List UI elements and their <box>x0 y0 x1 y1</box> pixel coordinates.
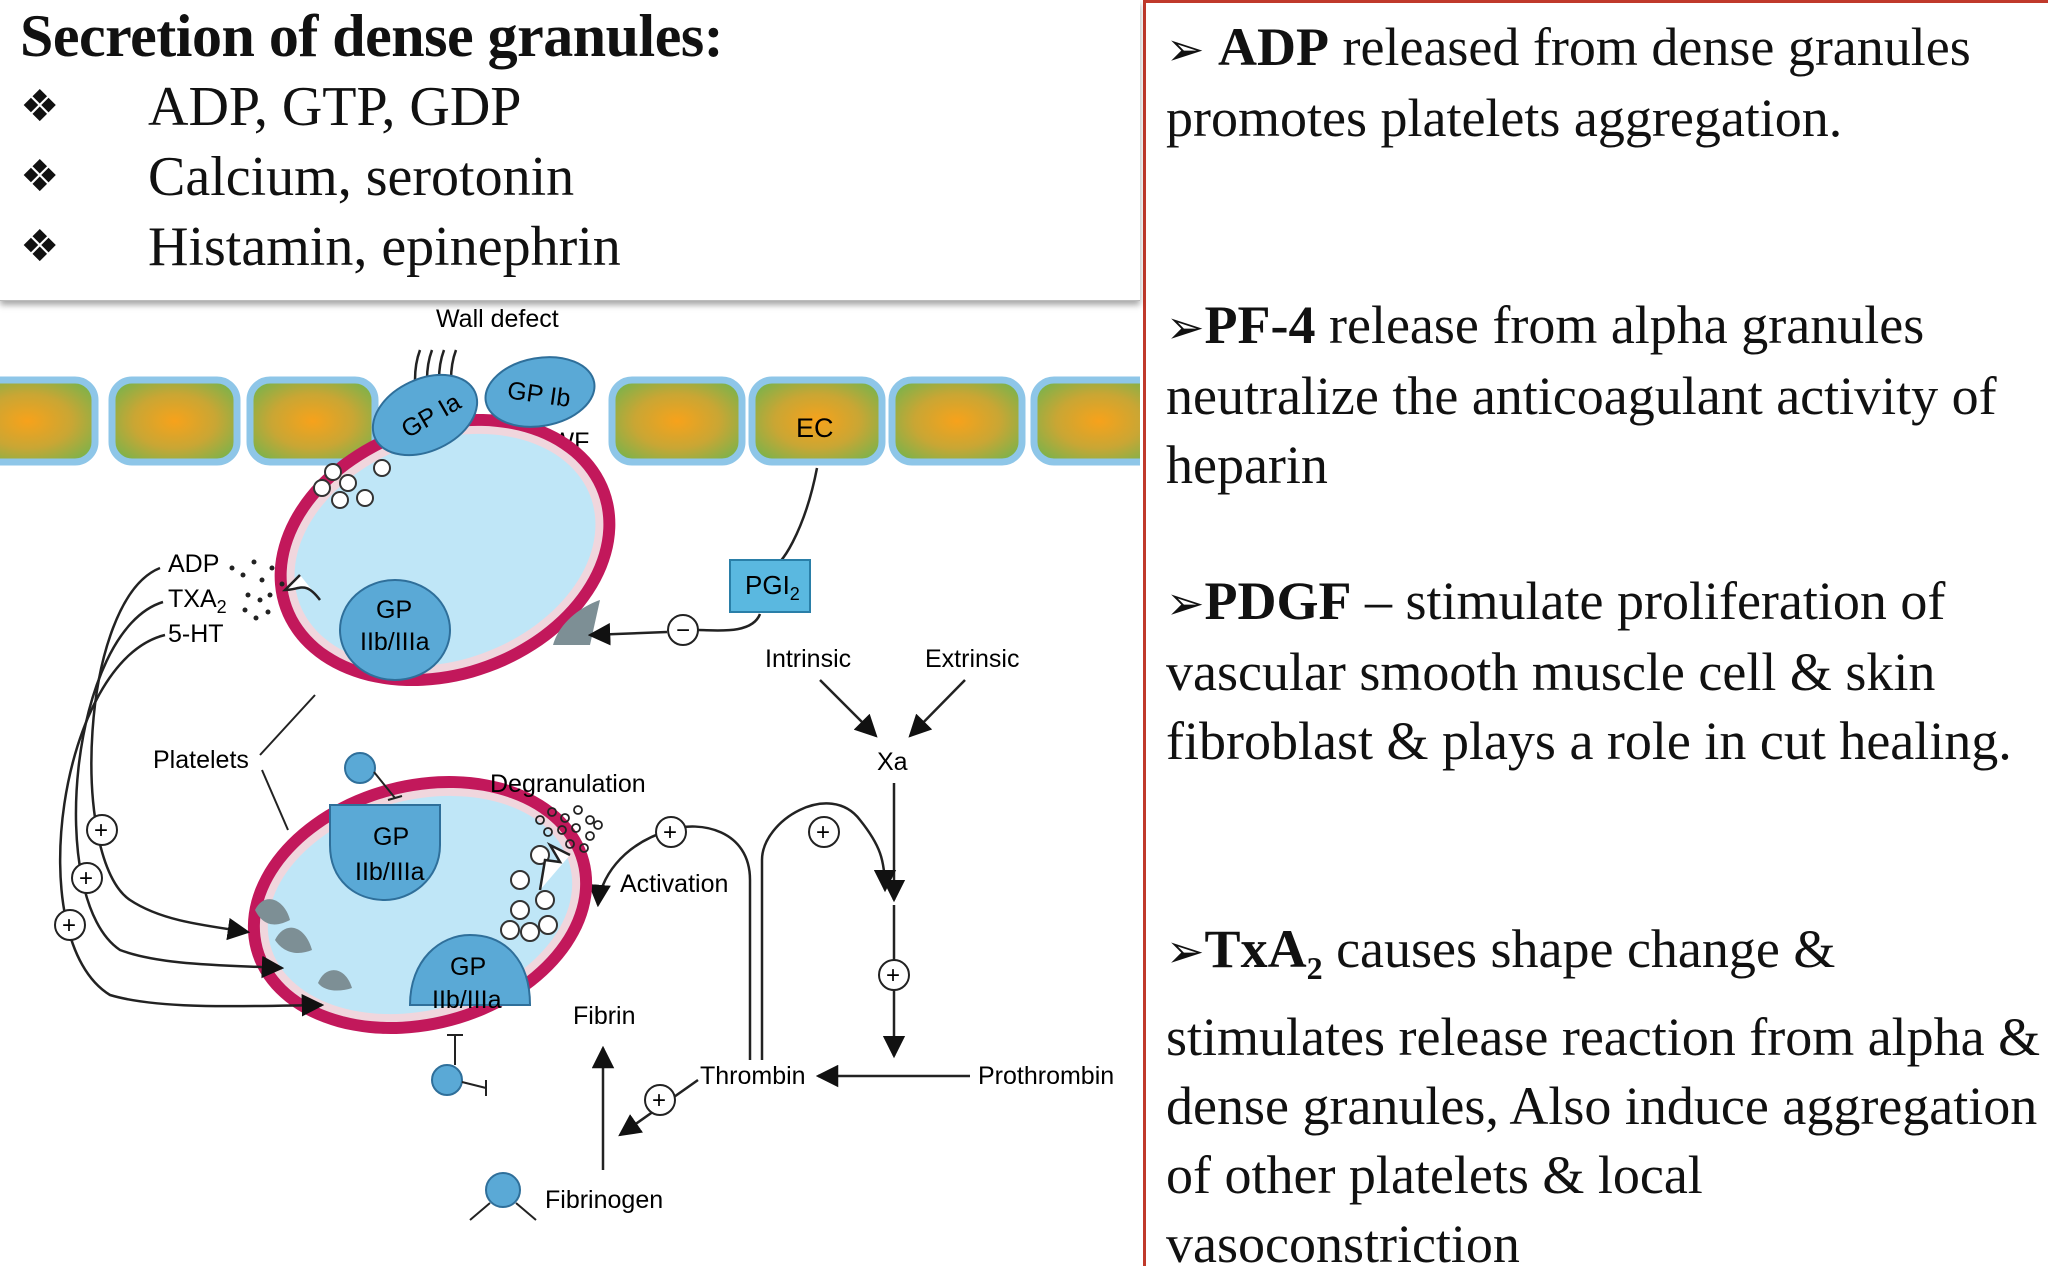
svg-text:+: + <box>652 1087 666 1114</box>
right-panel: ➢ ADP released from dense granules promo… <box>1143 0 2048 1274</box>
svg-text:+: + <box>79 865 93 892</box>
gp-iib-lower-2: GP <box>450 953 486 981</box>
pgi2-label: PGI2 <box>745 570 800 604</box>
extrinsic-label: Extrinsic <box>925 645 1019 673</box>
xa-label: Xa <box>877 748 908 776</box>
intrinsic-label: Intrinsic <box>765 645 851 673</box>
fibrin-label: Fibrin <box>573 1002 636 1030</box>
dense-granules-list: ❖ADP, GTP, GDP ❖Calcium, serotonin ❖Hist… <box>20 72 621 282</box>
fibrinogen-label: Fibrinogen <box>545 1186 663 1214</box>
release-dots <box>229 559 285 621</box>
lower-platelet <box>247 776 593 1034</box>
activation-label: Activation <box>620 870 728 898</box>
svg-text:+: + <box>816 819 830 846</box>
svg-text:+: + <box>663 819 677 846</box>
degranulation-label: Degranulation <box>490 770 646 798</box>
plus-circle <box>655 816 687 848</box>
svg-text:+: + <box>886 962 900 989</box>
platelets-label: Platelets <box>153 746 249 774</box>
upper-platelet <box>274 356 616 687</box>
5-ht-label: 5-HT <box>168 620 224 648</box>
dense-granules-box: Secretion of dense granules: ❖ADP, GTP, … <box>0 0 1140 301</box>
svg-text:+: + <box>62 912 76 939</box>
gp-iib-upper-label: GP <box>376 596 412 624</box>
gp-iib-lower-1b: IIb/IIIa <box>355 858 425 886</box>
diagram-svg: Wall defect C vWF EC GP Ia GP Ib GP IIb/… <box>0 305 1168 1221</box>
diamond-bullet-icon: ❖ <box>20 221 60 272</box>
txa2-label: TXA2 <box>168 585 227 617</box>
dense-granules-title: Secretion of dense granules: <box>20 3 724 69</box>
prothrombin-label: Prothrombin <box>978 1062 1114 1090</box>
diamond-bullet-icon: ❖ <box>20 81 60 132</box>
arrow-bullet-icon: ➢ <box>1166 924 1205 978</box>
ec-label: EC <box>796 413 834 443</box>
adp-label: ADP <box>168 550 219 578</box>
wall-defect-label: Wall defect <box>436 305 559 333</box>
arrow-bullet-icon: ➢ <box>1166 576 1205 630</box>
diamond-bullet-icon: ❖ <box>20 151 60 202</box>
plus-circle <box>878 959 910 991</box>
feedback-plus-circles: + + + <box>54 814 118 941</box>
svg-text:−: − <box>676 617 690 644</box>
endothelial-cells <box>0 376 1168 466</box>
pf4-paragraph: ➢PF-4 release from alpha granules neutra… <box>1166 295 1997 495</box>
txa2-paragraph: ➢TxA2 causes shape change & stimulates r… <box>1166 919 2041 1274</box>
list-item: ❖ADP, GTP, GDP <box>20 72 621 142</box>
inhibition-circle <box>667 614 699 646</box>
adp-paragraph: ➢ ADP released from dense granules promo… <box>1166 17 1971 148</box>
svg-text:+: + <box>94 817 108 844</box>
gp-iib-lower-1: GP <box>373 823 409 851</box>
plus-circle <box>808 816 840 848</box>
gp-iib-lower-2b: IIb/IIIa <box>432 986 502 1014</box>
thrombin-label: Thrombin <box>700 1062 806 1090</box>
degranulation-particles <box>535 805 603 853</box>
feedback-arrows <box>58 566 325 1017</box>
arrow-bullet-icon: ➢ <box>1166 22 1205 76</box>
pdgf-paragraph: ➢PDGF – stimulate proliferation of vascu… <box>1166 571 2012 771</box>
arrow-bullet-icon: ➢ <box>1166 300 1205 354</box>
plus-circle <box>644 1084 676 1116</box>
list-item: ❖Histamin, epinephrin <box>20 212 621 282</box>
list-item: ❖Calcium, serotonin <box>20 142 621 212</box>
pgi2-box <box>729 559 811 613</box>
gp-iib-upper-label-2: IIb/IIIa <box>360 628 430 656</box>
platelet-activation-diagram: Wall defect C vWF EC GP Ia GP Ib GP IIb/… <box>0 300 1168 1266</box>
